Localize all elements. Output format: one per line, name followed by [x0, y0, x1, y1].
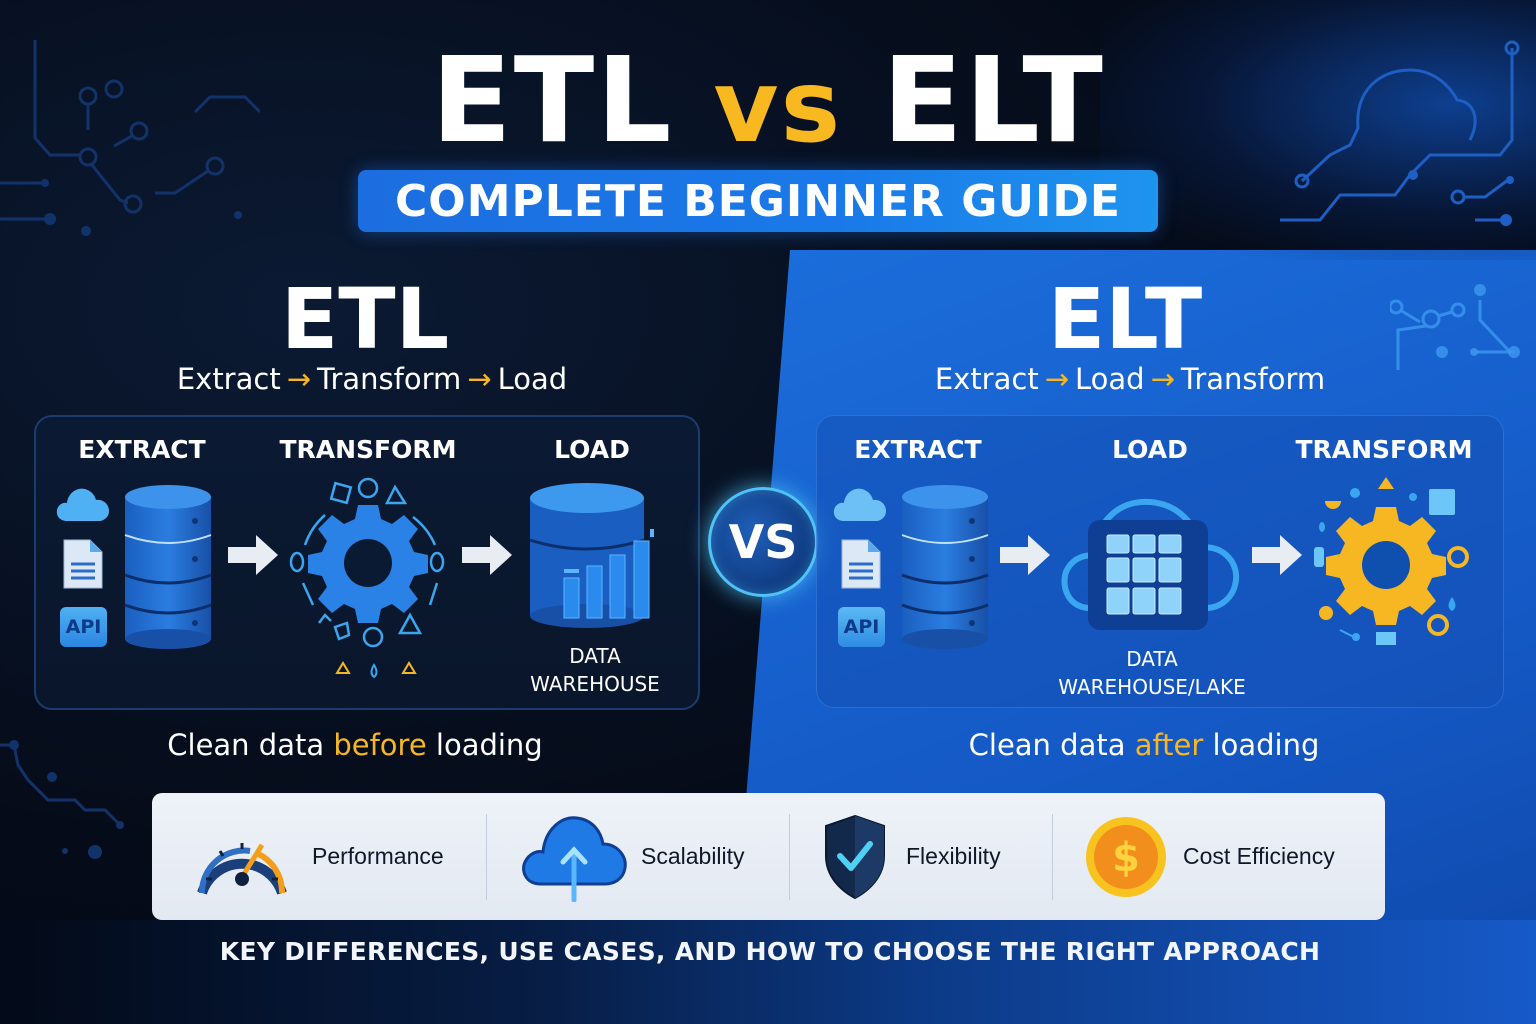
elt-step-load: LOAD [1112, 435, 1188, 464]
api-badge: API [60, 607, 107, 647]
summary-suffix: loading [1203, 728, 1320, 762]
flow-arrow-icon [462, 535, 512, 575]
circuit-decoration-right-mid [1390, 284, 1520, 370]
circuit-decoration-left [0, 40, 260, 236]
source-database-icon [124, 485, 212, 649]
cloud-icon [833, 488, 886, 521]
etl-step-load: LOAD [554, 435, 630, 464]
title-vs: vs [713, 48, 843, 165]
circuit-cloud-decoration-right [1280, 40, 1520, 226]
divider [789, 813, 790, 900]
elt-flow-line: Extract→Load→Transform [850, 362, 1410, 396]
etl-destination-label: DATA WAREHOUSE [475, 642, 715, 698]
divider [1052, 813, 1053, 900]
etl-summary: Clean data before loading [75, 728, 635, 762]
summary-prefix: Clean data [167, 728, 334, 762]
etl-flow-extract: Extract [176, 362, 281, 396]
elt-flow-extract: Extract [934, 362, 1039, 396]
vs-badge: VS [708, 487, 818, 597]
arrow-icon: → [1150, 362, 1175, 396]
destination-line2: WAREHOUSE/LAKE [1058, 675, 1246, 699]
elt-flow-transform: Transform [1180, 362, 1326, 396]
bottom-band [0, 920, 1536, 1024]
feature-cost-efficiency: $ Cost Efficiency [1053, 793, 1335, 920]
elt-step-transform: TRANSFORM [1295, 435, 1473, 464]
flow-arrow-icon [228, 535, 278, 575]
divider [486, 813, 487, 900]
summary-highlight: before [333, 728, 427, 762]
circuit-decoration-bottom-left [0, 740, 124, 859]
etl-flow-line: Extract→Transform→Load [92, 362, 652, 396]
summary-highlight: after [1134, 728, 1204, 762]
source-database-icon [901, 485, 989, 649]
api-badge: API [838, 607, 885, 647]
arrow-icon: → [467, 362, 492, 396]
cloud-grid-icon [1061, 498, 1240, 630]
arrow-icon: → [1044, 362, 1070, 396]
speedometer-icon [197, 842, 287, 895]
feature-performance: Performance [152, 793, 486, 920]
feature-flexibility: Flexibility [790, 793, 1052, 920]
feature-label: Scalability [641, 843, 745, 869]
destination-line1: DATA [569, 644, 621, 668]
dollar-coin-icon: $ [1086, 816, 1166, 897]
summary-prefix: Clean data [968, 728, 1135, 762]
document-icon [841, 539, 881, 589]
top-right-glow [1100, 0, 1536, 260]
destination-line2: WAREHOUSE [530, 672, 660, 696]
flow-arrow-icon [1000, 535, 1050, 575]
yellow-gear-icon [1314, 477, 1469, 645]
blue-gear-icon [289, 477, 445, 679]
etl-step-transform: TRANSFORM [279, 435, 457, 464]
elt-flow-load: Load [1075, 362, 1145, 396]
feature-label: Cost Efficiency [1183, 843, 1335, 869]
etl-step-extract: EXTRACT [78, 435, 206, 464]
elt-destination-label: DATA WAREHOUSE/LAKE [1032, 645, 1272, 701]
title-elt: ELT [882, 31, 1105, 169]
summary-suffix: loading [426, 728, 543, 762]
etl-flow-transform: Transform [317, 362, 462, 396]
title-etl: ETL [431, 31, 674, 169]
feature-label: Flexibility [906, 843, 1001, 869]
subtitle-banner: COMPLETE BEGINNER GUIDE [358, 170, 1158, 232]
feature-scalability: Scalability [487, 793, 789, 920]
main-title: ETL vs ELT [0, 30, 1536, 177]
cloud-icon [56, 488, 109, 521]
feature-label: Performance [312, 843, 444, 869]
elt-step-extract: EXTRACT [854, 435, 982, 464]
svg-text:$: $ [1112, 835, 1140, 881]
etl-heading: ETL [280, 270, 450, 368]
data-warehouse-chart-icon [530, 483, 654, 628]
etl-flow-load: Load [497, 362, 568, 396]
flow-arrow-icon [1252, 535, 1302, 575]
document-icon [63, 539, 103, 589]
arrow-icon: → [286, 362, 312, 396]
cloud-upload-icon [522, 815, 627, 902]
elt-heading: ELT [1047, 270, 1203, 368]
elt-summary: Clean data after loading [864, 728, 1424, 762]
features-bar: Performance Scalability Flexibility $ Co… [152, 793, 1385, 920]
shield-check-icon [825, 814, 885, 899]
tagline: KEY DIFFERENCES, USE CASES, AND HOW TO C… [219, 937, 1321, 966]
destination-line1: DATA [1126, 647, 1178, 671]
